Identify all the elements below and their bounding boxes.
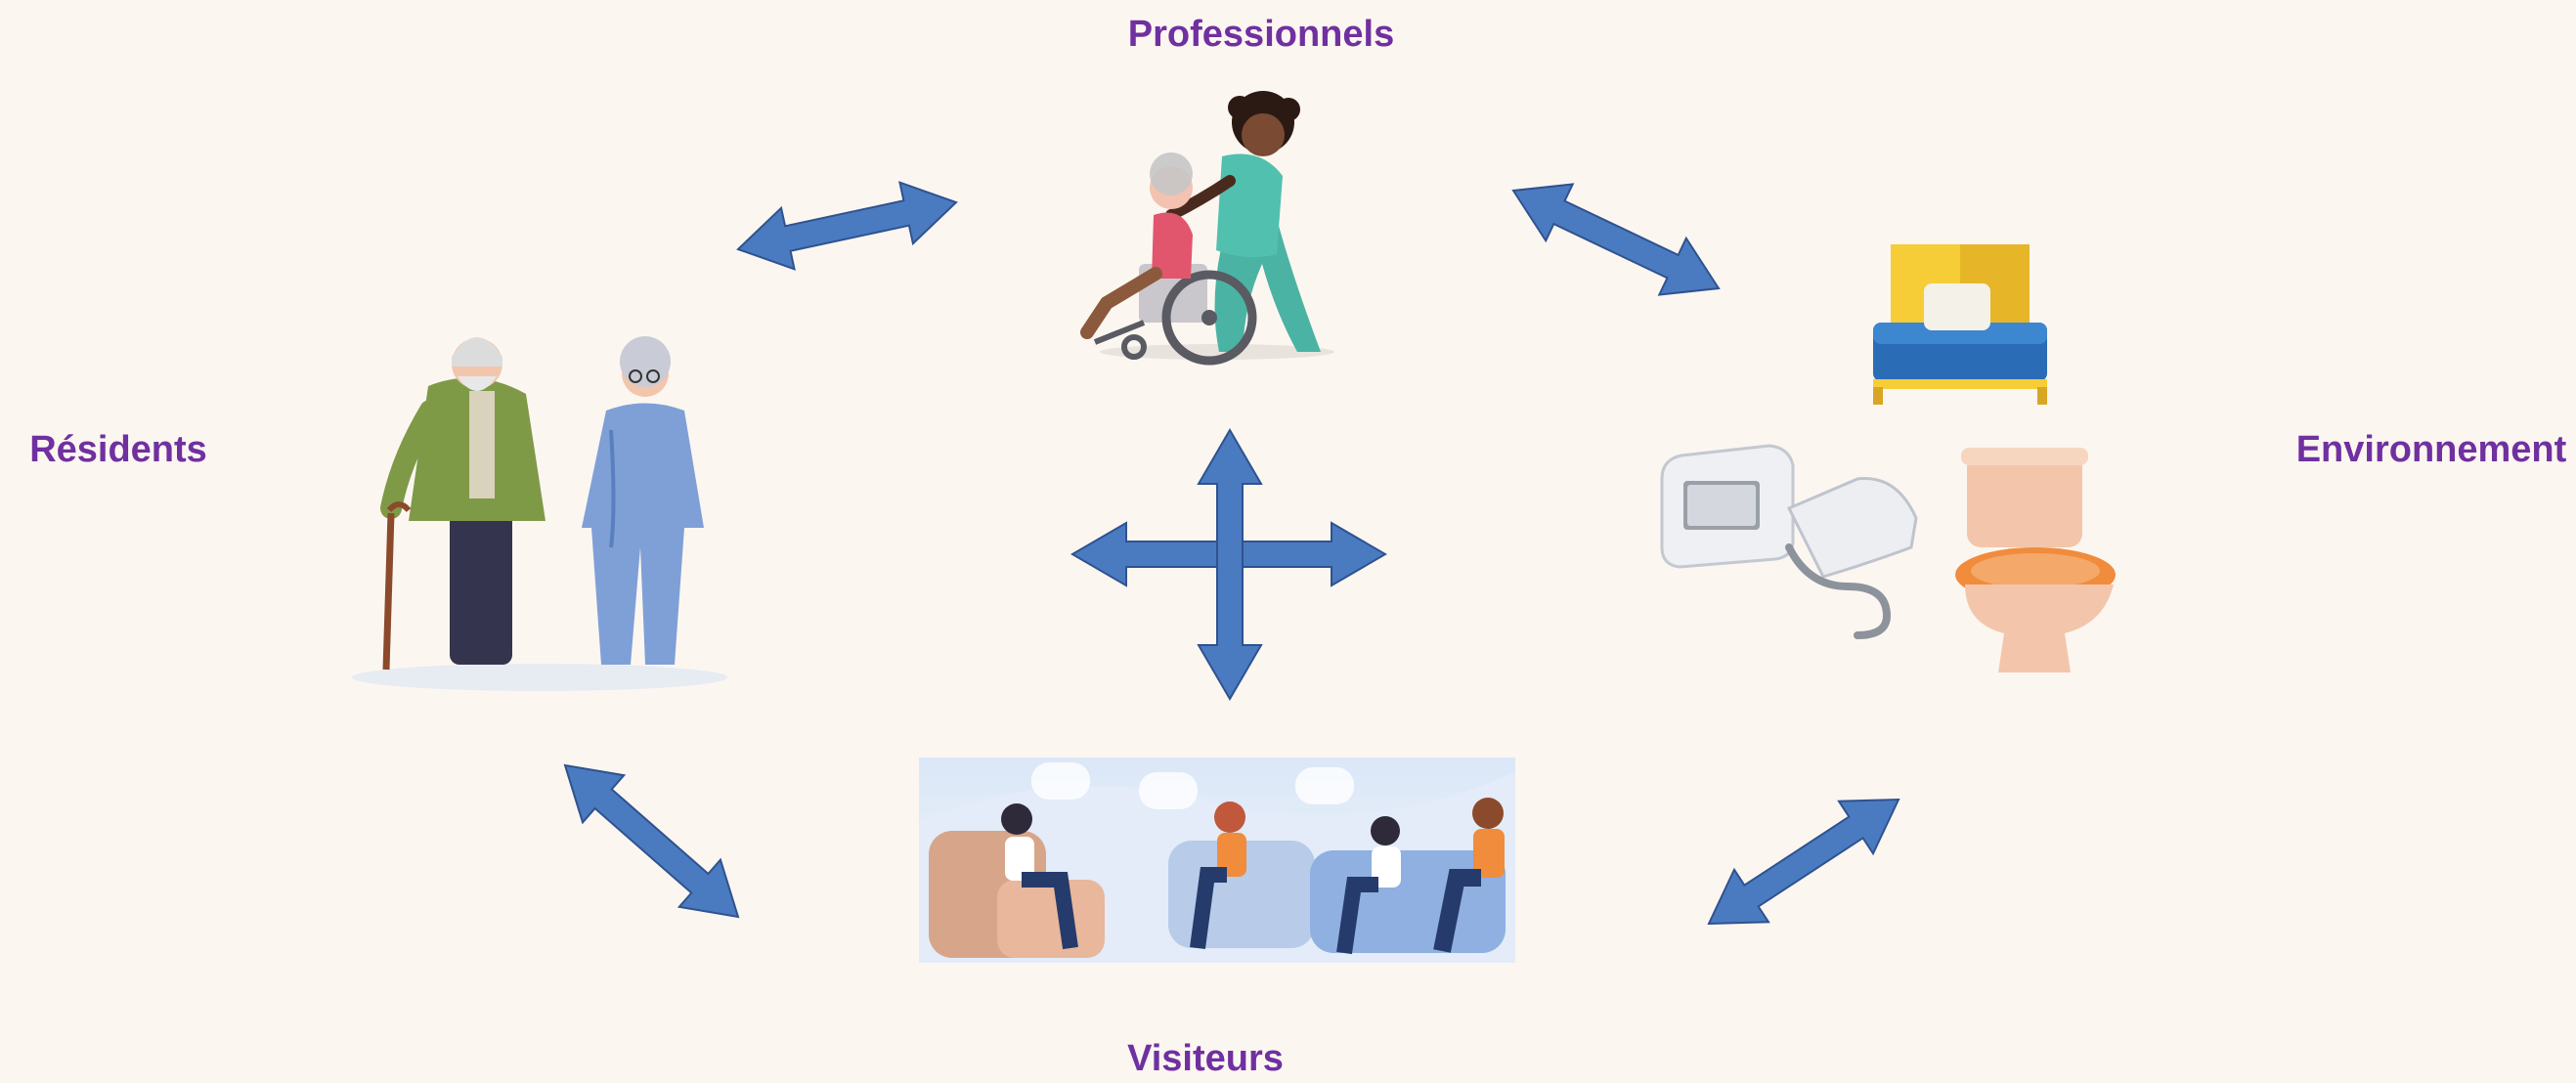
arrow-professionnels-environnement	[1511, 183, 1721, 296]
arrow-visiteurs-environnement	[1707, 798, 1900, 926]
arrow-residents-professionnels	[736, 181, 958, 271]
label-environnement: Environnement	[2295, 429, 2567, 470]
arrow-center-vertical	[1197, 428, 1263, 701]
nurse-wheelchair-illustration	[1080, 91, 1334, 366]
toilet-icon	[1955, 448, 2116, 672]
label-residents: Résidents	[29, 429, 207, 470]
elderly-couple-illustration	[352, 336, 727, 691]
label-visiteurs: Visiteurs	[1127, 1038, 1284, 1079]
visitors-conversation-illustration	[919, 758, 1515, 963]
arrows-layer	[563, 181, 1900, 926]
blood-pressure-monitor-icon	[1660, 444, 1918, 639]
bed-icon	[1873, 244, 2047, 405]
arrow-residents-visiteurs	[563, 763, 740, 919]
label-professionnels: Professionnels	[1127, 14, 1395, 55]
